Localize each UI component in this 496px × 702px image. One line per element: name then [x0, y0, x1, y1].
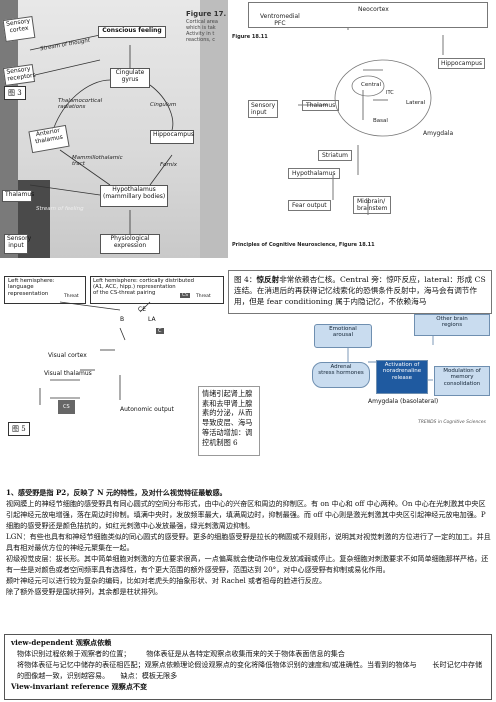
hippocampus-label: Hippocampus [438, 58, 486, 69]
sensory-input-node: Sensory input [4, 234, 31, 254]
left-hemisphere-language-text: Left hemisphere: language representation [8, 278, 55, 297]
sensory-cortex-node: Sensory cortex [2, 16, 36, 42]
cs-chip-top: CS [180, 293, 190, 298]
text-line-5: 颞叶神经元可以进行较为复杂的编码，比如对老虎头的抽象形状、对 Rachel 或者… [6, 575, 327, 585]
text-line-6: 除了额外感受野是国状排列，其余都是柱状排列。 [6, 586, 163, 596]
basal-label: Basal [373, 118, 388, 124]
fear-output-label: Fear output [288, 200, 331, 211]
receptive-field-text: 1、感受野是指 P2，反映了 N 元的特性，及对什么视觉特征最敏感。 视网膜上的… [6, 488, 492, 596]
stream-of-feeling-label: Stream of feeling [36, 206, 84, 212]
photo-page-edge [200, 0, 228, 258]
right-hemisphere-distributed-text: Left hemisphere: cortically distributed … [93, 278, 194, 297]
ce-label: CE [138, 306, 146, 313]
midbrain-label: Midbrain/ brainstem [353, 196, 392, 214]
central-label: Central [361, 82, 382, 88]
figure-caption-4: reactions, c [186, 37, 215, 43]
amygdala-label: Amygdala [423, 130, 454, 137]
thalamus-label: Thalamus [302, 100, 340, 111]
other-brain-regions-box: Other brain regions [414, 314, 490, 336]
figure-2-caption: Principles of Cognitive Neuroscience, Fi… [232, 242, 375, 248]
cingulum-label: Cingulum [150, 102, 177, 108]
figure-3-caption: 图 3 [4, 86, 26, 100]
figure-cs-threat: Left hemisphere: language representation… [0, 270, 228, 466]
modulation-memory-box: Modulation of memory consolidation [434, 366, 490, 396]
adrenal-box: Adrenal stress hormones [312, 362, 370, 388]
fornix-label: Fornix [160, 162, 178, 168]
figure-6-side-note: 情绪引起肾上腺素和去甲肾上腺素的分泌，从而导致皮层、海马等活动增加：调控机制图 … [198, 386, 260, 456]
figure-caption-1: Cortical area [186, 19, 218, 25]
fear-circuit-arrows [298, 12, 444, 215]
text-line-3: LGN：有些也具有和神经节细胞类似的同心圆式的感受野。更多的细胞感受野是拉长的椭… [6, 531, 491, 552]
text-line-2: 视网膜上的神经节细胞的感受野具有同心圆式的空间分布形式，由中心的兴奋区和周边的抑… [6, 498, 486, 530]
figure-4-note-text: 非常依赖杏仁核。Central 旁：惊吓反应，lateral：形成 CS 连结。… [234, 275, 486, 306]
view-dependence-box: view-dependent 观察点依赖 物体识别过程依赖于观察者的位置； 物体… [4, 634, 492, 700]
thalamocortical-label: Thalamocortical radiations [58, 98, 103, 110]
figure-5-caption: 图 5 [8, 422, 30, 436]
conscious-feeling-node: Conscious feeling [98, 26, 166, 38]
activation-noradrenaline-box: Activation of noradrenaline release [376, 360, 428, 394]
figure-fear-circuit: Neocortex Ventromedial PFC Hippocampus F… [228, 0, 496, 258]
view-invariant-title: View-invariant reference 观察点不变 [11, 681, 148, 691]
figure-title: Figure 17. [186, 10, 227, 18]
right-hemisphere-distributed-box [90, 276, 224, 304]
la-label: LA [148, 316, 156, 323]
central-nucleus-outline [351, 75, 385, 97]
sensory-input-label: Sensory input [248, 100, 279, 118]
view-dependent-line-1: 物体识别过程依赖于观察者的位置； 物体表征是从各特定观察点收集而来的关于物体表面… [17, 648, 345, 658]
c-label: C [156, 328, 164, 334]
cs-chip-bottom: CS [58, 400, 75, 414]
cingulate-gyrus-node: Cingulate gyrus [110, 68, 150, 88]
amygdala-basolateral-label: Amygdala (basolateral) [368, 398, 439, 405]
view-dependent-title: view-dependent 观察点依赖 [11, 638, 112, 647]
right-threat-label: Threat [196, 294, 211, 299]
figure-4-note: 图 4：惊反射非常依赖杏仁核。Central 旁：惊吓反应，lateral：形成… [228, 270, 492, 314]
visual-cortex-label: Visual cortex [48, 352, 87, 359]
text-line-4: 初级视觉皮层：拔长形。其中简单细胞对刺激的方位要求很高，一点偏离就会使动作电位发… [6, 553, 489, 574]
emotional-arousal-box: Emotional arousal [314, 324, 372, 348]
figure-4-note-bold: 惊反射 [256, 275, 280, 284]
visual-thalamus-label: Visual thalamus [44, 370, 92, 377]
neocortex-box [248, 2, 488, 28]
figure-memory-modulation: 图 4：惊反射非常依赖杏仁核。Central 旁：惊吓反应，lateral：形成… [198, 270, 496, 466]
hypothalamus-label: Hypothalamus [288, 168, 340, 179]
papez-arrows [29, 34, 174, 235]
figure-4-note-title: 图 4： [234, 275, 257, 284]
left-threat-label: Threat [64, 294, 79, 299]
journal-label: TRENDS in Cognitive Sciences [418, 420, 486, 425]
left-hemisphere-language-box [4, 276, 86, 304]
hypothalamus-node: Hypothalamus (mammillary bodies) [100, 185, 168, 207]
figure-18-11-label: Figure 18.11 [232, 34, 268, 40]
mammillothalamic-label: Mammillothalamic tract [72, 155, 123, 167]
lateral-label: Lateral [406, 100, 426, 106]
cs-threat-arrows [39, 301, 151, 405]
b-label: B [120, 316, 125, 323]
hippocampus-node: Hippocampus [150, 130, 194, 144]
thalamus-node: Thalamus [2, 190, 34, 202]
neocortex-label: Neocortex [358, 6, 389, 13]
figure-papez-circuit: Figure 17. Cortical area which is tak Ac… [0, 0, 228, 258]
text-line-1: 1、感受野是指 P2，反映了 N 元的特性，及对什么视觉特征最敏感。 [6, 488, 227, 497]
figure-caption-3: Activity in t [186, 31, 215, 37]
figure-caption-2: which is tak [186, 25, 216, 31]
view-dependent-line-2: 将物体表征与记忆中储存的表征相匹配；观察点依赖理论假设观察点的变化将降低物体识别… [17, 659, 483, 680]
striatum-label: Striatum [318, 150, 352, 161]
amygdala-outline [334, 59, 432, 137]
physiological-expression-node: Physiological expression [100, 234, 160, 254]
itc-label: ITC [386, 90, 394, 96]
ventromedial-pfc-label: Ventromedial PFC [260, 13, 300, 27]
autonomic-output-label: Autonomic output [120, 406, 174, 413]
